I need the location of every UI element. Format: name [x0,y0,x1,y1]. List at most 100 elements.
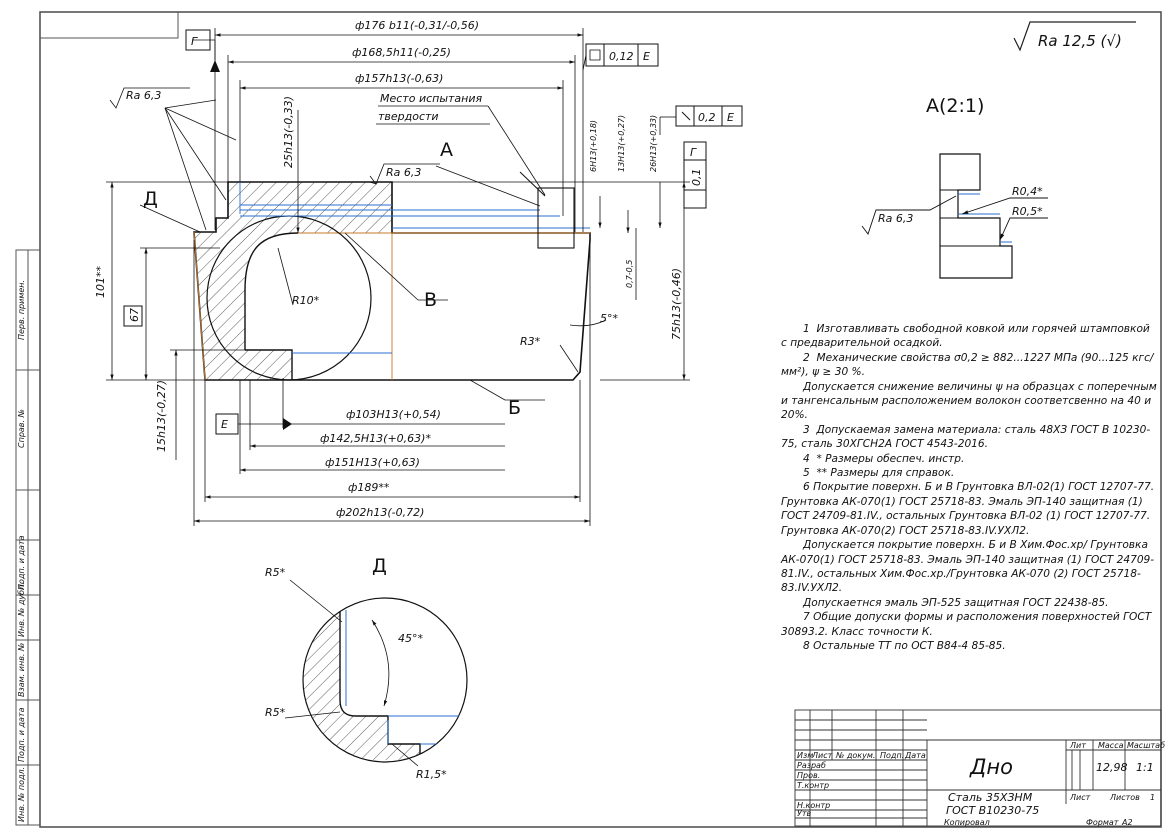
tol-frame-3-datum: Г [690,146,697,159]
dim-a5: 5°* [600,312,618,325]
view-a: А(2:1) Ra 6,3 R0,4* R0,5* [861,95,1048,279]
side-stamps: Перв. примен. Справ. № Подп. и дата Инв.… [17,280,26,822]
letter-b: Б [508,397,521,419]
stamp-vzam-inv: Взам. инв. № [17,643,26,697]
tb-format-value: А2 [1121,818,1133,827]
tb-masshtab: Масштаб [1127,741,1165,750]
tol-frame-1-value: 0,12 [609,50,634,63]
note-2: 2 Механические свойства σ0,2 ≥ 882...122… [781,351,1154,379]
dim-h25: 25h13(-0,33) [282,96,295,168]
general-roughness: Ra 12,5 (√) [1013,21,1136,52]
tb-part-name: Дно [969,755,1013,779]
datum-e-label: Е [221,418,228,431]
sheet-frame [15,11,1162,828]
stamp-sprav: Справ. № [17,409,26,448]
dim-a45: 45°* [398,632,423,645]
technical-notes: 1 Изготавливать свободной ковкой или гор… [781,322,1158,653]
tb-copied: Копировал [944,818,990,827]
dim-d189: ф189** [348,481,390,494]
tb-lit: Лит [1069,741,1086,750]
tb-row-razrab: Разраб [797,761,826,770]
letter-d-detail: Д [372,555,387,577]
dim-d157: ф157h13(-0,63) [355,72,443,85]
roughness-general: Ra 6,3 [126,89,161,102]
detail-d: Д R5* 45°* R5* R1,5* [265,555,468,781]
tb-col-list: Лист [811,751,833,760]
title-block-text: Изм Лист № докум. Подп. Дата Разраб Пров… [797,741,1165,827]
tb-sheet: Лист [1069,793,1091,802]
note-8: 8 Остальные ТТ по ОСТ В84-4 85-85. [803,639,1006,652]
dim-h6: 6H13(+0,18) [589,120,598,172]
dim-d168: ф168,5h11(-0,25) [352,46,451,59]
letter-v: В [424,289,437,311]
dim-d103: ф103H13(+0,54) [346,408,441,421]
tb-massa: Масса [1098,741,1124,750]
tb-sheets-value: 1 [1150,793,1155,802]
tb-sheets: Листов [1109,793,1140,802]
note-1: 1 Изготавливать свободной ковкой или гор… [781,323,1154,350]
tb-mass-value: 12,98 [1096,761,1128,774]
hardness-label-2: твердости [378,110,439,123]
stamp-podp-data-1: Подп. и дата [17,535,26,590]
dim-d176: ф176 b11(-0,31/-0,56) [355,19,479,32]
dim-h67: 67 [128,308,141,322]
datum-boxes [123,29,743,435]
tb-col-izm: Изм [797,751,813,760]
note-2-extra: Допускается снижение величины ψ на образ… [781,380,1161,422]
tb-col-sign: Подп. [880,751,904,760]
letter-d-main: Д [143,188,158,210]
dim-d202: ф202h13(-0,72) [336,506,424,519]
dim-h07: 0,7-0,5 [625,260,634,288]
dim-r3: R3* [520,335,541,348]
tb-material-1: Сталь 35ХЗНМ [948,791,1033,804]
dim-h101: 101** [94,266,107,298]
dim-r04: R0,4* [1012,185,1043,198]
tb-scale-value: 1:1 [1136,761,1154,774]
dim-d142: ф142,5H13(+0,63)* [320,432,431,445]
tb-col-date: Дата [904,751,926,760]
dim-r5-b: R5* [265,706,286,719]
tb-row-prov: Пров. [797,771,820,780]
tol-frame-1-datum: Е [643,50,650,63]
note-3: 3 Допускаемая замена материала: сталь 48… [781,423,1151,451]
tb-row-nkontr: Н.контр [797,801,830,810]
roughness-top: Ra 6,3 [386,166,421,179]
hardness-box [537,187,575,249]
note-6-extra: Допускается покрытие поверхн. Б и В Хим.… [781,539,1155,595]
stamp-inv-podl: Инв. № подл. [17,767,26,822]
tb-col-doc: № докум. [835,751,875,760]
hardness-label-1: Место испытания [380,92,483,105]
dim-r5-a: R5* [265,566,286,579]
tb-material-2: ГОСТ В10230-75 [946,804,1039,817]
dim-r10: R10* [292,294,320,307]
tb-row-tkontr: Т.контр [797,781,829,790]
datum-g-label: Г [191,35,198,48]
note-5: 5 ** Размеры для справок. [803,467,955,480]
roughness-detail: Ra 6,3 [878,212,913,225]
tol-frame-3-value: 0,1 [690,169,703,187]
note-7: 7 Общие допуски формы и расположения пов… [781,611,1155,638]
main-labels: Г Е 0,12 Е 0,2 Е Г 0,1 ф176 b11(-0,31/-0… [94,19,734,519]
note-6-enamel: Допускаетнся эмаль ЭП-525 защитная ГОСТ … [803,596,1109,609]
dim-h15: 15h13(-0,27) [155,380,168,452]
roughness-label: Ra 12,5 (√) [1038,32,1122,50]
note-6: 6 Покрытие поверхн. Б и В Грунтовка ВЛ-0… [781,481,1158,537]
tol-frame-2-value: 0,2 [698,111,716,124]
datum-g-triangle [210,60,220,72]
dimensions [106,28,690,526]
tb-format: Формат [1086,818,1119,827]
stamp-perv: Перв. примен. [17,280,26,340]
main-section [193,171,591,381]
dim-d151: ф151H13(+0,63) [325,456,420,469]
section-hatch [194,182,392,380]
stamp-podp-data-2: Подп. и дата [17,707,26,762]
dim-r05: R0,5* [1012,205,1043,218]
dim-r15: R1,5* [416,768,447,781]
datum-e-triangle [283,418,292,430]
view-a-title: А(2:1) [926,95,984,117]
dim-h26: 26H13(+0,33) [649,115,658,172]
tol-frame-2-datum: Е [727,111,734,124]
dim-h13: 13H13(+0,27) [617,115,626,172]
title-block [794,709,1162,827]
